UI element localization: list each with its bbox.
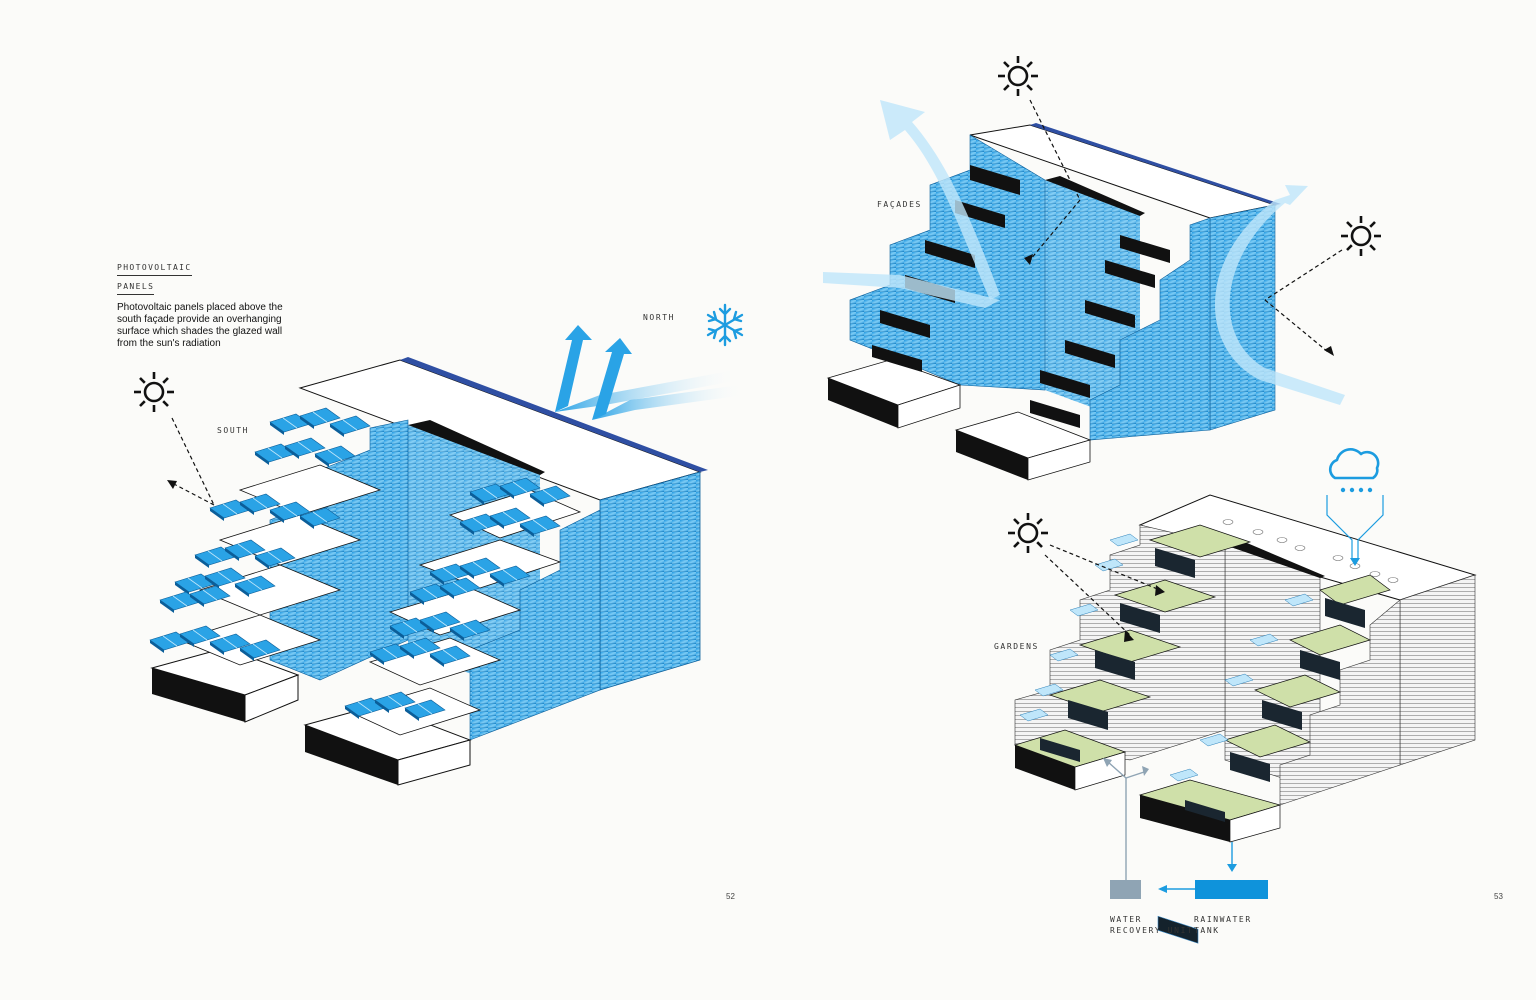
label-gardens: GARDENS	[994, 642, 1039, 651]
rain-cloud-icon	[1328, 448, 1380, 493]
photovoltaic-heading: PHOTOVOLTAIC PANELS	[117, 262, 192, 300]
rainwater-line-1: RAINWATER	[1194, 915, 1252, 924]
page-number-right: 53	[1494, 892, 1503, 901]
label-facades: FAÇADES	[877, 200, 922, 209]
heading-line-1: PHOTOVOLTAIC	[117, 262, 192, 276]
rainwater-tank	[1195, 880, 1268, 899]
sun-icon	[1339, 214, 1383, 258]
gardens-building	[1006, 448, 1477, 944]
rainwater-line-2: TANK	[1194, 926, 1220, 935]
water-recovery-unit	[1110, 880, 1141, 899]
facade-building	[823, 54, 1383, 481]
water-recovery-line-2: RECOVERY UNIT	[1110, 926, 1194, 935]
heading-line-2: PANELS	[117, 281, 155, 295]
left-building	[132, 303, 745, 786]
snowflake-icon	[706, 303, 744, 347]
sun-icon	[132, 370, 176, 414]
page-number-left: 52	[726, 892, 735, 901]
label-south: SOUTH	[217, 426, 250, 435]
north-wind-arrows	[555, 325, 745, 420]
sun-icon	[1006, 511, 1050, 555]
photovoltaic-description: Photovoltaic panels placed above the sou…	[117, 302, 283, 349]
label-rainwater-tank: RAINWATER TANK	[1194, 914, 1252, 936]
sun-icon	[996, 54, 1040, 98]
water-recovery-line-1: WATER	[1110, 915, 1143, 924]
label-north: NORTH	[643, 313, 676, 322]
label-water-recovery-unit: WATER RECOVERY UNIT	[1110, 914, 1193, 936]
